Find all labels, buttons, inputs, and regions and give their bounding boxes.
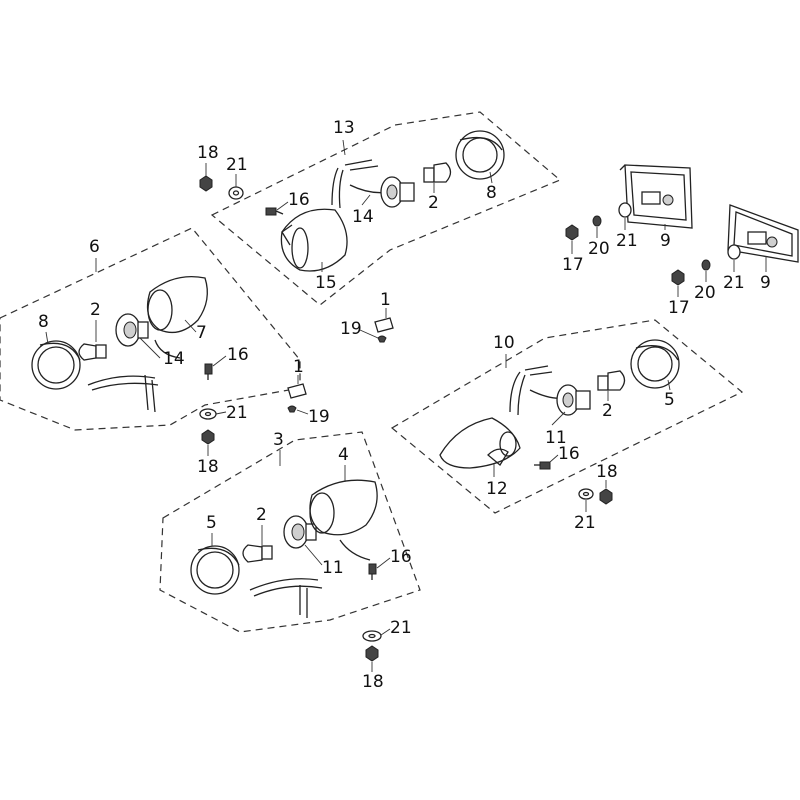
callout-21-lower-right: 21 [723, 273, 745, 293]
callout-5-right: 5 [664, 390, 675, 410]
wire-harness-right [509, 365, 566, 416]
socket-left [115, 313, 149, 347]
callout-21-top: 21 [226, 155, 248, 175]
clip-1-upper [374, 317, 394, 333]
washer-21-right [578, 488, 594, 500]
assembly-outline-3 [159, 431, 421, 633]
callout-21-bottom: 21 [390, 618, 412, 638]
callout-9-upper: 9 [660, 231, 671, 251]
callout-17-lower: 17 [668, 298, 690, 318]
callout-8-left: 8 [38, 312, 49, 332]
bulb-2-left [78, 343, 107, 361]
assembly-outline-13 [210, 111, 562, 306]
socket-bottom [283, 515, 317, 549]
assembly-outline-6 [0, 227, 301, 431]
callout-3: 3 [273, 430, 284, 450]
nut-17-lower [671, 269, 685, 286]
socket-top [380, 176, 415, 208]
callout-21-right: 21 [574, 513, 596, 533]
bulb-2-right [597, 370, 626, 391]
lens-15 [280, 208, 348, 272]
marker-light-9-upper [619, 164, 693, 229]
nut-18-top [199, 175, 213, 192]
callout-2-right: 2 [602, 401, 613, 421]
screw-19-upper [377, 335, 387, 343]
callout-13: 13 [333, 118, 355, 138]
nut-17-upper [565, 224, 579, 241]
screw-16-bottom [368, 563, 377, 580]
callout-5-bottom: 5 [206, 513, 217, 533]
callout-4: 4 [338, 445, 349, 465]
callout-14-left: 14 [163, 349, 185, 369]
washer-21-bottom [362, 630, 382, 642]
nut-18-bottom [365, 645, 379, 662]
callout-2-bottom: 2 [256, 505, 267, 525]
callout-19-lower: 19 [308, 407, 330, 427]
bulb-2-bottom [242, 544, 273, 563]
wire-harness-left [87, 339, 181, 413]
callout-17-upper: 17 [562, 255, 584, 275]
callout-11-right: 11 [545, 428, 567, 448]
callout-16-top: 16 [288, 190, 310, 210]
wire-harness-top [331, 159, 391, 209]
nut-18-right [599, 488, 613, 505]
callout-16-right: 16 [558, 444, 580, 464]
screw-16-right [534, 461, 551, 470]
marker-light-9-lower [727, 204, 799, 263]
lens-ring-5-right [630, 339, 680, 389]
callout-14-top: 14 [352, 207, 374, 227]
callout-20-lower: 20 [694, 283, 716, 303]
washer-21-upper-right [618, 202, 632, 218]
callout-2-left: 2 [90, 300, 101, 320]
lens-ring-5-bottom [190, 545, 240, 595]
callout-19-upper: 19 [340, 319, 362, 339]
screw-16-top [265, 207, 284, 216]
washer-20-upper [592, 215, 602, 227]
washer-21-left [199, 408, 217, 420]
callout-16-left: 16 [227, 345, 249, 365]
callout-7: 7 [196, 323, 207, 343]
washer-21-lower-right [727, 244, 741, 260]
housing-4 [309, 479, 378, 536]
callout-20-upper: 20 [588, 239, 610, 259]
callout-21-left: 21 [226, 403, 248, 423]
assembly-3 [190, 479, 378, 618]
callout-18-bottom: 18 [362, 672, 384, 692]
assembly-10 [439, 339, 680, 470]
bulb-2-top [423, 162, 452, 183]
assembly-6 [31, 275, 213, 413]
lens-ring-8-left [31, 340, 81, 390]
callout-1-lower: 1 [293, 357, 304, 377]
assembly-outline-10 [390, 319, 744, 514]
callout-1-upper: 1 [380, 290, 391, 310]
callout-12: 12 [486, 479, 508, 499]
callout-10: 10 [493, 333, 515, 353]
callout-21-upper-right: 21 [616, 231, 638, 251]
nut-18-left [201, 429, 215, 445]
washer-20-lower [701, 259, 711, 271]
callout-18-top: 18 [197, 143, 219, 163]
lens-12 [439, 417, 521, 469]
washer-21-top [228, 186, 244, 200]
callout-18-left: 18 [197, 457, 219, 477]
wire-harness-bottom [249, 539, 371, 618]
callout-15: 15 [315, 273, 337, 293]
assembly-13 [265, 130, 505, 272]
socket-right [556, 384, 591, 416]
callout-8-top: 8 [486, 183, 497, 203]
housing-7 [146, 275, 208, 334]
clip-1-lower [287, 383, 307, 399]
callout-11-bottom: 11 [322, 558, 344, 578]
callout-16-bottom: 16 [390, 547, 412, 567]
lens-ring-8-top [455, 130, 505, 180]
callout-9-lower: 9 [760, 273, 771, 293]
callout-2-top: 2 [428, 193, 439, 213]
callout-18-right: 18 [596, 462, 618, 482]
screw-16-left [204, 363, 213, 380]
callout-6: 6 [89, 237, 100, 257]
screw-19-lower [287, 405, 297, 413]
